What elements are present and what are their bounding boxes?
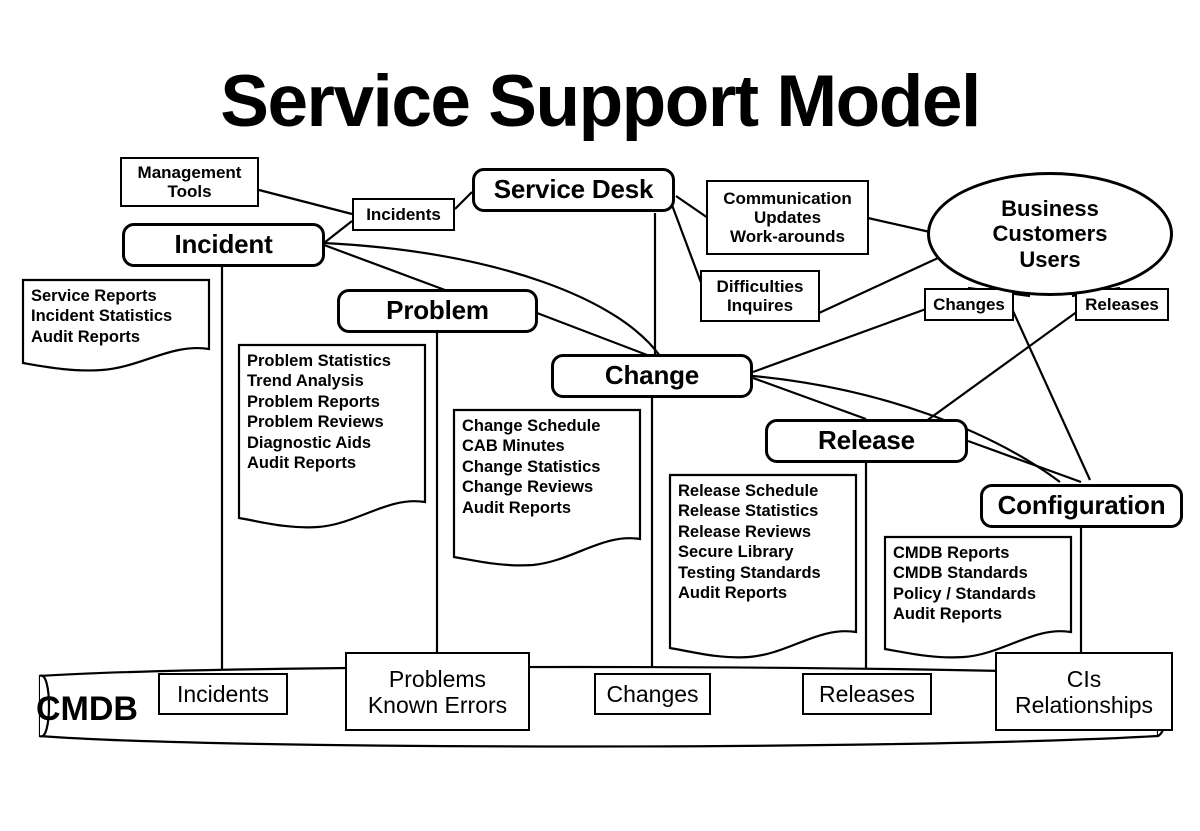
communication-label: Communication Updates Work-arounds [723, 188, 852, 247]
problem-outputs-document: Problem Statistics Trend Analysis Proble… [237, 343, 427, 530]
process-change[interactable]: Change [551, 354, 753, 398]
releases-input-label: Releases [1085, 294, 1159, 314]
process-release-label: Release [818, 425, 915, 456]
management-tools-label: Management Tools [137, 162, 242, 201]
process-problem-label: Problem [386, 295, 489, 326]
record-problems-label: Problems Known Errors [367, 665, 508, 718]
release-outputs-text: Release Schedule Release Statistics Rele… [678, 482, 821, 602]
change-outputs-text: Change Schedule CAB Minutes Change Stati… [462, 417, 601, 517]
record-box-changes[interactable]: Changes [594, 673, 711, 715]
record-box-incidents[interactable]: Incidents [158, 673, 288, 715]
record-box-problems[interactable]: Problems Known Errors [345, 652, 530, 731]
process-configuration[interactable]: Configuration [980, 484, 1183, 528]
record-incidents-label: Incidents [176, 681, 270, 707]
release-outputs-document: Release Schedule Release Statistics Rele… [668, 473, 858, 660]
management-tools-box: Management Tools [120, 157, 259, 207]
process-change-label: Change [604, 360, 700, 391]
process-configuration-label: Configuration [997, 490, 1166, 521]
process-incident-label: Incident [174, 229, 273, 260]
changes-input-box: Changes [924, 288, 1014, 321]
process-problem[interactable]: Problem [337, 289, 538, 333]
record-changes-label: Changes [606, 681, 699, 707]
page-title: Service Support Model [220, 61, 981, 142]
record-cis-label: CIs Relationships [1014, 665, 1154, 718]
process-release[interactable]: Release [765, 419, 968, 463]
incidents-input-label: Incidents [366, 204, 441, 224]
cmdb-label: CMDB [36, 690, 138, 728]
changes-input-label: Changes [933, 294, 1005, 314]
configuration-outputs-document: CMDB Reports CMDB Standards Policy / Sta… [883, 535, 1073, 661]
problem-outputs-text: Problem Statistics Trend Analysis Proble… [247, 352, 391, 472]
record-releases-label: Releases [819, 681, 915, 707]
process-service-desk-label: Service Desk [493, 174, 654, 205]
configuration-outputs-text: CMDB Reports CMDB Standards Policy / Sta… [893, 544, 1037, 624]
difficulties-label: Difficulties Inquires [716, 276, 804, 315]
business-customers-users-ellipse: Business Customers Users [927, 172, 1173, 296]
change-outputs-document: Change Schedule CAB Minutes Change Stati… [452, 408, 642, 570]
record-box-cis[interactable]: CIs Relationships [995, 652, 1173, 731]
record-box-releases[interactable]: Releases [802, 673, 932, 715]
communication-box: Communication Updates Work-arounds [706, 180, 869, 255]
process-service-desk[interactable]: Service Desk [472, 168, 675, 212]
incidents-input-box: Incidents [352, 198, 455, 231]
releases-input-box: Releases [1075, 288, 1169, 321]
actor-label: Business Customers Users [992, 195, 1108, 272]
difficulties-box: Difficulties Inquires [700, 270, 820, 322]
incident-outputs-text: Service Reports Incident Statistics Audi… [31, 287, 173, 346]
process-incident[interactable]: Incident [122, 223, 325, 267]
incident-outputs-document: Service Reports Incident Statistics Audi… [21, 278, 211, 373]
